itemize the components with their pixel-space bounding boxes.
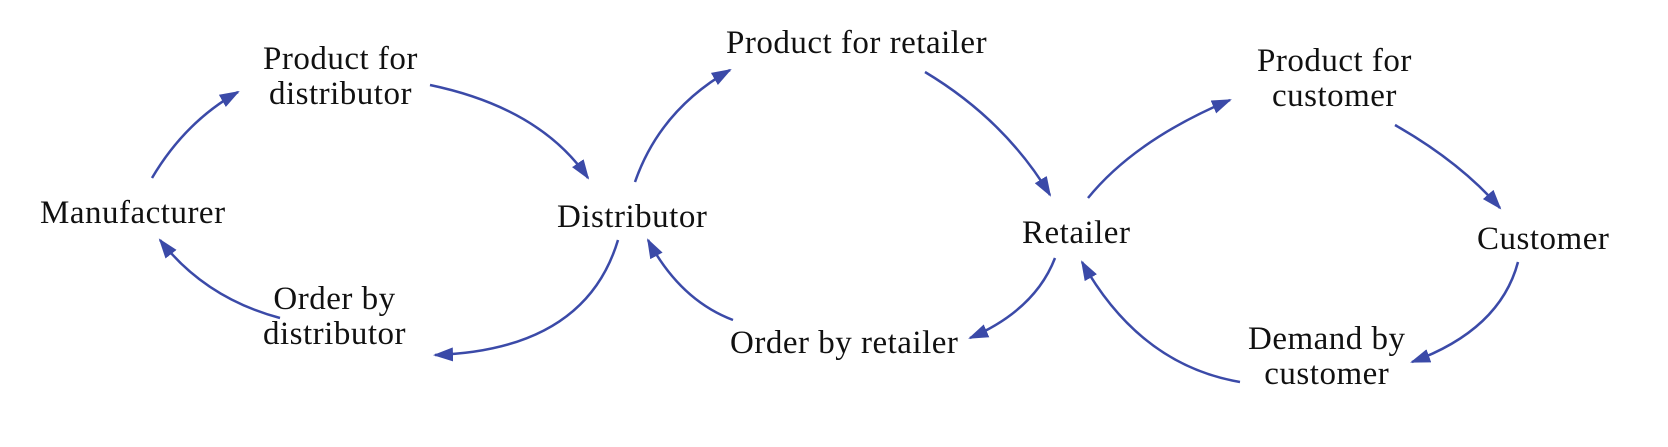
node-distributor: Distributor xyxy=(557,200,707,235)
arrow-customer-to-demand-by-customer xyxy=(1410,261,1520,364)
arrow-retailer-to-order-by-retailer xyxy=(968,257,1057,340)
flow-product-for-customer-line1: Product for xyxy=(1257,43,1412,79)
flow-demand-by-customer-line2: customer xyxy=(1264,356,1390,392)
node-manufacturer-label: Manufacturer xyxy=(40,195,226,231)
node-retailer: Retailer xyxy=(1022,216,1130,251)
arrow-demand-by-customer-to-retailer xyxy=(1080,260,1241,384)
node-retailer-label: Retailer xyxy=(1022,215,1131,251)
flow-order-by-retailer-text: Order by retailer xyxy=(730,325,959,361)
flow-product-for-customer: Product for customer xyxy=(1257,44,1412,114)
arrow-retailer-to-product-for-customer xyxy=(1087,98,1232,199)
flow-product-for-retailer: Product for retailer xyxy=(726,26,987,61)
arrow-product-for-customer-to-customer xyxy=(1394,123,1502,210)
arrow-distributor-to-order-by-distributor xyxy=(433,239,620,362)
arrow-distributor-to-product-for-retailer xyxy=(633,68,732,183)
flow-product-for-customer-line2: customer xyxy=(1271,78,1397,114)
flow-product-for-distributor: Product for distributor xyxy=(263,42,418,112)
flow-product-for-distributor-line1: Product for xyxy=(263,41,418,77)
node-distributor-label: Distributor xyxy=(557,199,708,235)
arrow-manufacturer-to-product-for-distributor xyxy=(150,90,240,179)
flow-order-by-distributor: Order by distributor xyxy=(263,282,406,352)
node-manufacturer: Manufacturer xyxy=(40,196,226,231)
arrow-order-by-distributor-to-manufacturer xyxy=(158,238,281,320)
arrow-product-for-distributor-to-distributor xyxy=(429,83,590,180)
flow-order-by-retailer: Order by retailer xyxy=(730,326,958,361)
flow-order-by-distributor-line1: Order by xyxy=(273,281,396,317)
flow-product-for-distributor-line2: distributor xyxy=(268,76,412,112)
flow-demand-by-customer: Demand by customer xyxy=(1248,322,1406,392)
flow-order-by-distributor-line2: distributor xyxy=(263,316,406,352)
flow-product-for-retailer-text: Product for retailer xyxy=(726,25,988,61)
node-customer: Customer xyxy=(1477,222,1609,257)
arrow-order-by-retailer-to-distributor xyxy=(646,238,734,322)
flow-demand-by-customer-line1: Demand by xyxy=(1248,321,1406,357)
arrow-product-for-retailer-to-retailer xyxy=(924,70,1052,197)
node-customer-label: Customer xyxy=(1477,221,1610,257)
